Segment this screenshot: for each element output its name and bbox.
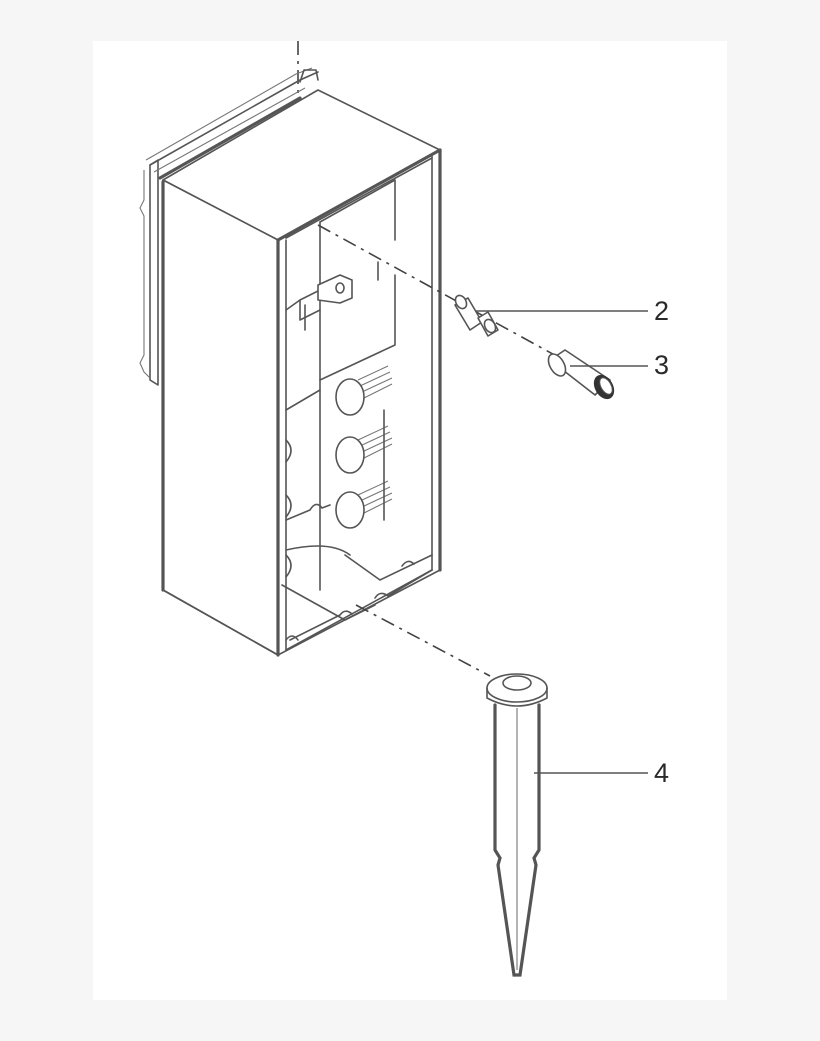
part-4-stake (486, 673, 648, 977)
box-interior (281, 179, 433, 641)
cable-gland-3 (335, 480, 393, 529)
cable-gland-1 (335, 365, 393, 416)
cable-gland-2 (335, 425, 393, 474)
enclosure-box (161, 89, 442, 657)
part-3-cap (547, 349, 648, 400)
part-2-pin (454, 294, 648, 337)
stake-axis-line (355, 604, 491, 677)
callout-label-3: 3 (654, 350, 670, 380)
callout-label-2: 2 (654, 296, 670, 326)
callout-label-4: 4 (654, 758, 670, 788)
wall-bracket (139, 67, 319, 386)
